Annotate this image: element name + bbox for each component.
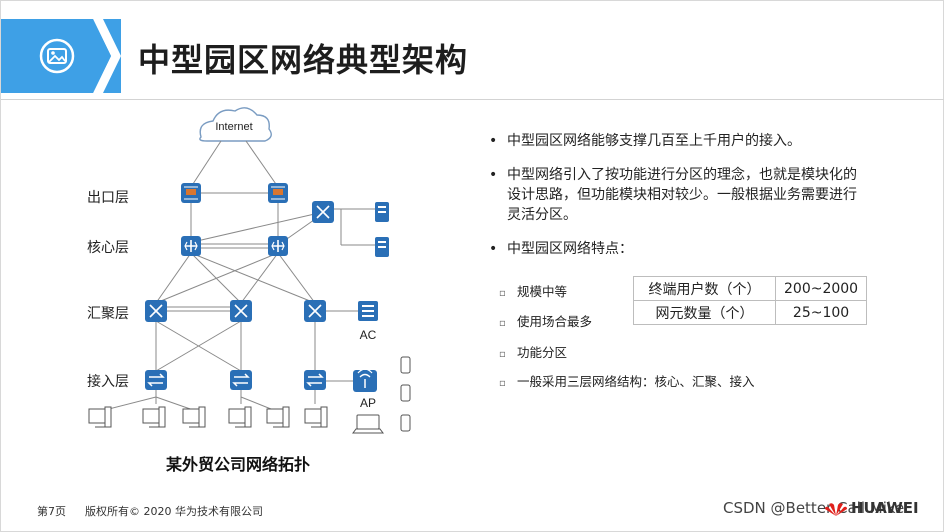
access-switch-icon [145, 370, 167, 390]
sub-bullet-marker: ▫ [499, 288, 506, 299]
bullet-item: • 中型园区网络特点： [487, 239, 867, 259]
bullet-list: • 中型园区网络能够支撑几百至上千用户的接入。 • 中型网络引入了按功能进行分区… [487, 131, 867, 273]
core-switch-icon [181, 236, 201, 256]
picture-icon [39, 38, 75, 74]
layer-label-access: 接入层 [87, 374, 129, 390]
internet-cloud: Internet [199, 107, 272, 142]
page-number: 第7页 [37, 505, 66, 518]
features-table: 终端用户数（个） 200~2000 网元数量（个） 25~100 [633, 276, 868, 325]
ac-controller-icon: AC [358, 301, 378, 342]
table-cell: 200~2000 [774, 276, 868, 301]
diagram-caption: 某外贸公司网络拓扑 [166, 455, 311, 474]
bullet-text: 中型园区网络能够支撑几百至上千用户的接入。 [507, 133, 801, 149]
sub-bullet-item: ▫ 使用场合最多 [499, 311, 592, 330]
pc-icon [88, 406, 328, 428]
sub-bullet-marker: ▫ [499, 318, 506, 329]
table-cell: 终端用户数（个） [633, 276, 776, 301]
cloud-label: Internet [215, 121, 252, 133]
brand-name: HUAWEI [851, 499, 919, 517]
table-cell: 25~100 [774, 300, 868, 325]
aggregation-switch-icon [145, 300, 167, 322]
bullet-item: • 中型网络引入了按功能进行分区的理念，也就是模块化的设计思路，但功能模块相对较… [487, 165, 867, 225]
access-switch-icon [304, 370, 326, 390]
layer-label-egress: 出口层 [87, 190, 129, 206]
sub-bullet-marker: ▫ [499, 349, 506, 360]
header-chevron [93, 19, 121, 93]
ap-label: AP [360, 396, 376, 410]
sub-bullet-text: 使用场合最多 [517, 314, 593, 329]
header-divider [1, 99, 944, 100]
laptop-icon [352, 414, 384, 434]
table-row: 终端用户数（个） 200~2000 [633, 276, 868, 301]
sub-bullet-text: 规模中等 [517, 284, 568, 299]
aggregation-switch-icon [230, 300, 252, 322]
sub-bullet-text: 一般采用三层网络结构：核心、汇聚、接入 [517, 374, 755, 389]
copyright: 版权所有© 2020 华为技术有限公司 [85, 505, 263, 518]
access-switch-icon [230, 370, 252, 390]
huawei-logo-icon [825, 503, 847, 516]
sub-bullet-item: ▫ 一般采用三层网络结构：核心、汇聚、接入 [499, 371, 755, 390]
bullet-dot: • [489, 167, 498, 183]
bullet-item: • 中型园区网络能够支撑几百至上千用户的接入。 [487, 131, 867, 151]
links [100, 140, 376, 412]
bullet-text: 中型园区网络特点： [507, 241, 633, 257]
network-topology-diagram: Internet [88, 107, 411, 434]
aggregation-switch-icon [304, 300, 326, 322]
server-icon [375, 202, 389, 222]
bullet-text: 中型网络引入了按功能进行分区的理念，也就是模块化的设计思路，但功能模块相对较少。… [507, 167, 857, 223]
firewall-icon [181, 183, 201, 203]
table-row: 网元数量（个） 25~100 [633, 300, 868, 325]
firewall-icon [268, 183, 288, 203]
sub-bullet-marker: ▫ [499, 378, 506, 389]
sub-bullet-item: ▫ 规模中等 [499, 281, 567, 300]
ac-label: AC [360, 328, 377, 342]
watermark: CSDN @Better Call Mike [723, 499, 905, 517]
table-cell: 网元数量（个） [633, 300, 776, 325]
page-title: 中型园区网络典型架构 [138, 41, 469, 79]
bullet-dot: • [489, 241, 498, 257]
server-icon [375, 237, 389, 257]
sub-bullet-item: ▫ 功能分区 [499, 342, 567, 361]
core-switch-icon [268, 236, 288, 256]
bullet-dot: • [489, 133, 498, 149]
layer-label-aggregation: 汇聚层 [87, 306, 129, 322]
mobile-device-icon [400, 356, 411, 432]
sub-bullet-text: 功能分区 [517, 345, 568, 360]
access-point-icon: AP [353, 368, 377, 410]
dc-switch-icon [312, 201, 334, 223]
layer-label-core: 核心层 [87, 240, 129, 256]
